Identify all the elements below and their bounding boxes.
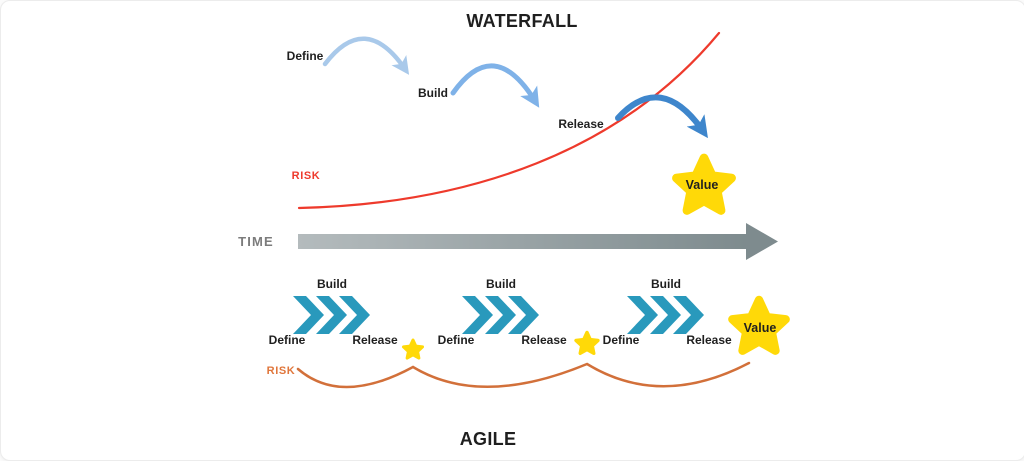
sprint-group-2: Build Define Release [426, 273, 576, 348]
define-to-build-arrow-icon [322, 36, 410, 75]
agile-value-star-icon [728, 295, 790, 355]
sprint-3-define-label: Define [602, 333, 640, 347]
sprint-3-release-label: Release [686, 333, 732, 347]
sprint-2-star-icon [574, 330, 600, 356]
sprint-1-star-icon [401, 338, 425, 360]
waterfall-step-release: Release [558, 117, 604, 131]
chevron-icon [508, 296, 539, 334]
chevron-icon [316, 296, 347, 334]
chevron-icon [485, 296, 516, 334]
chevron-icon [462, 296, 493, 334]
sprint-2-define-label: Define [437, 333, 475, 347]
time-arrow-shaft [298, 234, 746, 249]
sprint-3-build-label: Build [651, 277, 681, 291]
agile-title: AGILE [459, 429, 517, 449]
agile-risk-label: RISK [266, 365, 296, 377]
time-arrow [298, 223, 778, 260]
waterfall-step-build: Build [418, 86, 448, 100]
chevron-icon [339, 296, 370, 334]
chevron-icon [673, 296, 704, 334]
chevron-icon [293, 296, 324, 334]
waterfall-title: WATERFALL [466, 11, 578, 31]
sprint-1-build-label: Build [317, 277, 347, 291]
chevron-icon [650, 296, 681, 334]
waterfall-step-define: Define [286, 49, 324, 63]
sprint-1-release-label: Release [352, 333, 398, 347]
chevron-icon [627, 296, 658, 334]
waterfall-risk-curve [297, 31, 721, 210]
sprint-2-release-label: Release [521, 333, 567, 347]
sprint-1-chevrons-icon [293, 296, 370, 334]
waterfall-risk-label: RISK [291, 170, 321, 182]
waterfall-value-label: Value [685, 178, 719, 192]
agile-risk-curve [296, 361, 751, 389]
waterfall-value-star-icon [672, 153, 736, 215]
sprint-3-chevrons-icon [627, 296, 704, 334]
agile-value-label: Value [743, 321, 777, 335]
sprint-group-3: Build Define Release [591, 273, 741, 348]
time-arrow-head [746, 223, 778, 260]
sprint-2-build-label: Build [486, 277, 516, 291]
sprint-2-chevrons-icon [462, 296, 539, 334]
sprint-group-1: Build Define Release [257, 273, 407, 348]
time-label: TIME [238, 234, 274, 249]
sprint-1-define-label: Define [268, 333, 306, 347]
release-to-value-arrow-icon [615, 94, 708, 139]
build-to-release-arrow-icon [450, 63, 540, 108]
